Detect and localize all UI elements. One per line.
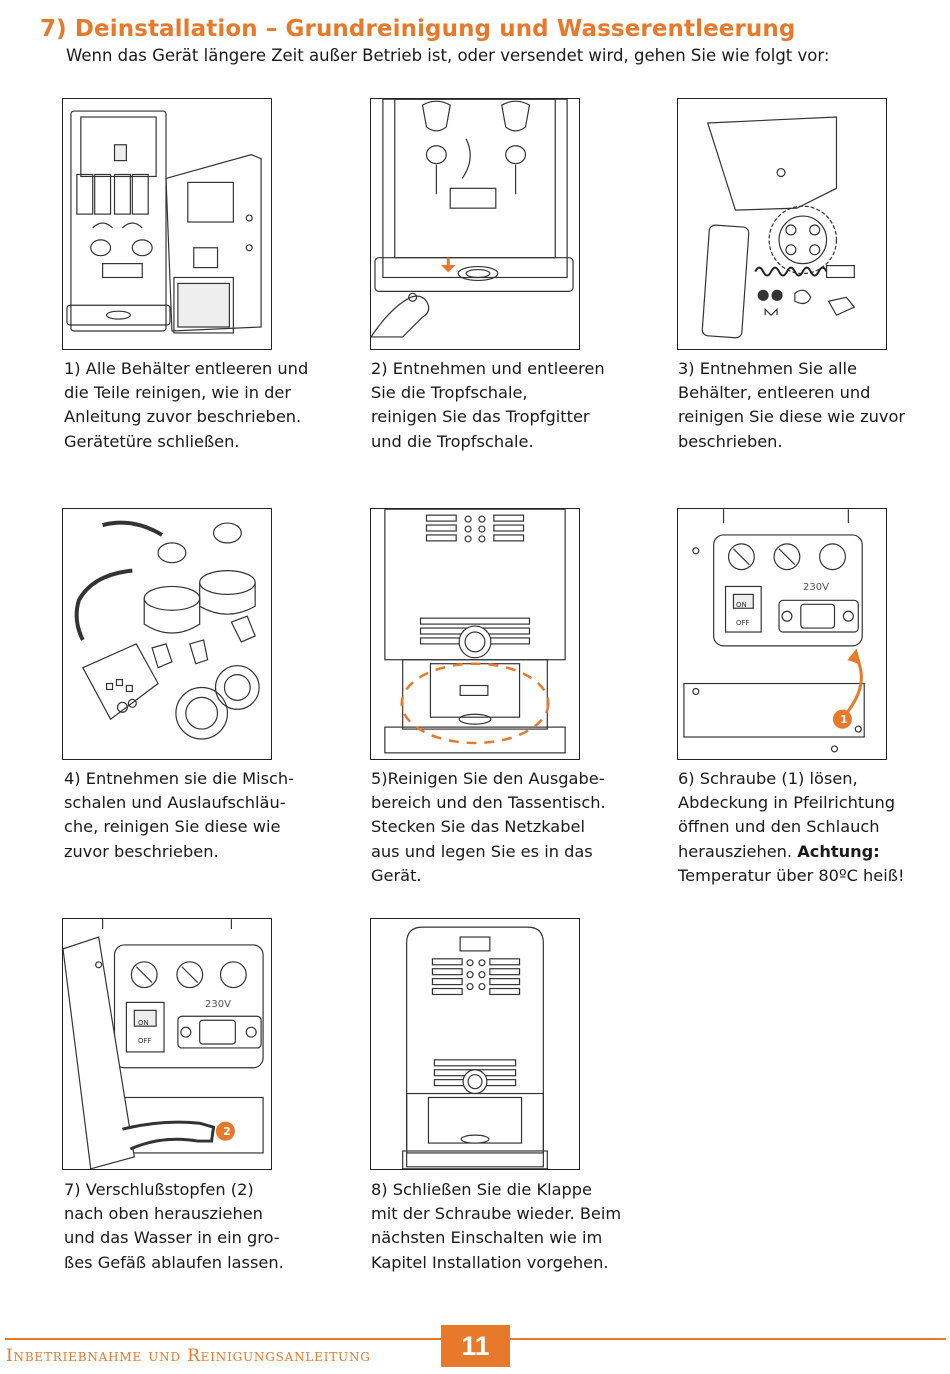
footer-title: Inbetriebnahme und Reinigungsanleitung <box>6 1346 371 1366</box>
page-number: 11 <box>441 1325 510 1367</box>
marker-2-label: 2 <box>223 1125 231 1138</box>
illustration-step-3 <box>677 98 887 350</box>
caption-line: Abdeckung in Pfeilrichtung <box>678 793 896 813</box>
caption-line: 6) Schraube (1) lösen, <box>678 769 858 788</box>
caption-step-2: 2) Entnehmen und entleeren Sie die Tropf… <box>371 357 631 454</box>
caption-line: nach oben herausziehen <box>64 1204 263 1224</box>
caption-line: Sie die Tropfschale, <box>371 383 528 403</box>
caption-line: nächsten Einschalten wie im <box>371 1228 603 1248</box>
illustration-step-5 <box>370 508 580 760</box>
caption-line: 5)Reinigen Sie den Ausgabe- <box>371 769 605 788</box>
caption-line: 4) Entnehmen sie die Misch- <box>64 769 295 788</box>
caption-line: reinigen Sie diese wie zuvor <box>678 407 906 427</box>
caption-step-4: 4) Entnehmen sie die Misch- schalen und … <box>64 767 324 864</box>
caption-line-text: herausziehen. <box>678 841 793 861</box>
caption-line: 1) Alle Behälter entleeren und <box>64 359 309 378</box>
caption-line: che, reinigen Sie diese wie <box>64 817 281 837</box>
caption-line: schalen und Auslaufschläu- <box>64 793 286 813</box>
caption-line: herausziehen. Achtung: <box>678 840 938 864</box>
voltage-label: 230V <box>803 582 829 593</box>
marker-1-label: 1 <box>840 713 848 726</box>
caption-step-6: 6) Schraube (1) lösen, Abdeckung in Pfei… <box>678 767 938 888</box>
illustration-step-8 <box>370 918 580 1170</box>
caption-step-3: 3) Entnehmen Sie alle Behälter, entleere… <box>678 357 938 454</box>
caption-line: beschrieben. <box>678 431 783 451</box>
illustration-step-7: 230V ON OFF 2 <box>62 918 272 1170</box>
illustration-step-1 <box>62 98 272 350</box>
illustration-step-2 <box>370 98 580 350</box>
caption-line: Gerätetüre schließen. <box>64 431 240 451</box>
caption-line: Anleitung zuvor beschrieben. <box>64 407 302 427</box>
caption-line: aus und legen Sie es in das <box>371 841 593 861</box>
caption-line: Behälter, entleeren und <box>678 383 871 403</box>
caption-line: 8) Schließen Sie die Klappe <box>371 1180 593 1199</box>
switch-on-label: ON <box>736 601 747 609</box>
voltage-label: 230V <box>205 999 231 1010</box>
page-title: 7) Deinstallation – Grundreinigung und W… <box>40 16 796 42</box>
caption-step-8: 8) Schließen Sie die Klappe mit der Schr… <box>371 1178 631 1275</box>
caption-step-1: 1) Alle Behälter entleeren und die Teile… <box>64 357 324 454</box>
caption-line: zuvor beschrieben. <box>64 841 219 861</box>
switch-off-label: OFF <box>736 619 750 627</box>
caption-line: öffnen und den Schlauch <box>678 817 880 837</box>
caption-line: ßes Gefäß ablaufen lassen. <box>64 1252 284 1272</box>
warning-label: Achtung: <box>797 841 880 861</box>
caption-line: die Teile reinigen, wie in der <box>64 383 292 403</box>
caption-line: 3) Entnehmen Sie alle <box>678 359 857 378</box>
switch-on-label: ON <box>138 1019 149 1027</box>
caption-line: 2) Entnehmen und entleeren <box>371 359 605 378</box>
illustration-step-4 <box>62 508 272 760</box>
warning-text: Temperatur über 80ºC heiß! <box>678 865 905 885</box>
caption-step-5: 5)Reinigen Sie den Ausgabe- bereich und … <box>371 767 631 888</box>
caption-line: Kapitel Installation vorgehen. <box>371 1252 609 1272</box>
caption-line: und die Tropfschale. <box>371 431 534 451</box>
caption-step-7: 7) Verschlußstopfen (2) nach oben heraus… <box>64 1178 324 1275</box>
illustration-step-6: 230V ON OFF 1 <box>677 508 887 760</box>
caption-line: 7) Verschlußstopfen (2) <box>64 1180 254 1199</box>
caption-line: bereich und den Tassentisch. <box>371 793 606 813</box>
caption-line: reinigen Sie das Tropfgitter <box>371 407 590 427</box>
caption-line: mit der Schraube wieder. Beim <box>371 1204 622 1224</box>
caption-line: und das Wasser in ein gro- <box>64 1228 280 1248</box>
switch-off-label: OFF <box>138 1037 152 1045</box>
caption-line: Gerät. <box>371 865 422 885</box>
intro-text: Wenn das Gerät längere Zeit außer Betrie… <box>66 46 830 65</box>
caption-line: Stecken Sie das Netzkabel <box>371 817 585 837</box>
